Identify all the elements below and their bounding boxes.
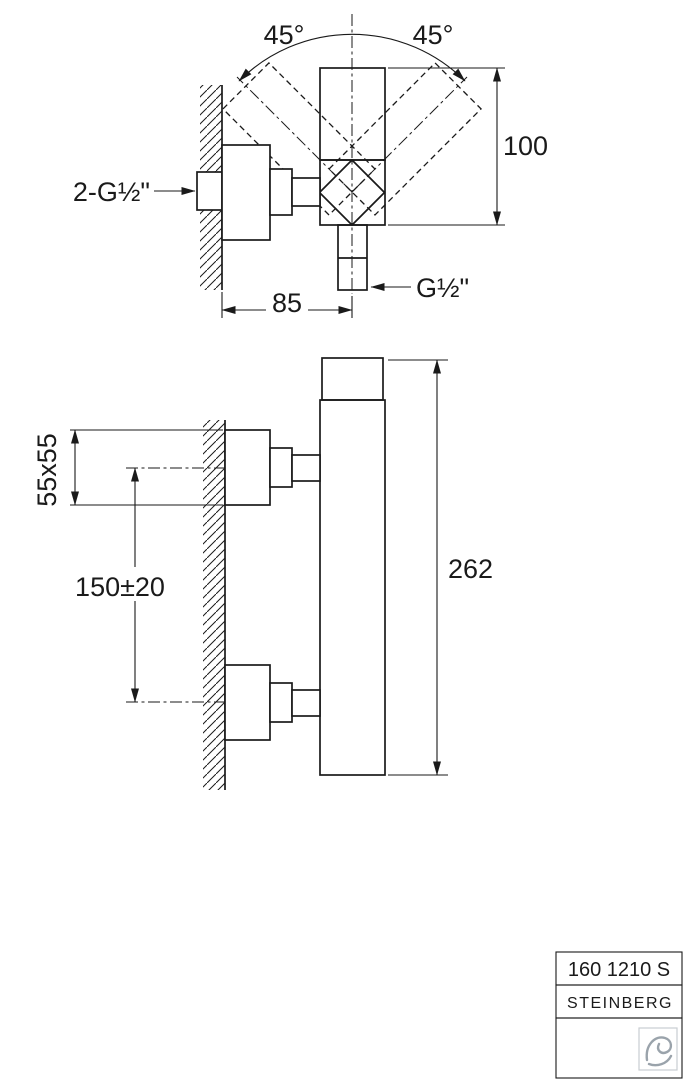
angle-right-label: 45° (413, 20, 454, 50)
connector-pipe-plan (291, 177, 321, 207)
upper-connector-pipe (291, 454, 321, 482)
logo-box (555, 1017, 683, 1079)
outlet-thread-callout: G½" (370, 273, 469, 303)
dimension-262: 262 (388, 359, 493, 776)
swivel-position-right (328, 62, 482, 216)
length-dim-label: 262 (448, 554, 493, 584)
lower-connector-pipe (291, 689, 321, 717)
upper-union-nut (269, 447, 293, 488)
outlet-thread-label: G½" (416, 273, 469, 303)
brand-name: STEINBERG (567, 995, 673, 1012)
model-number: 160 1210 S (568, 959, 670, 981)
dimension-100: 100 (388, 67, 548, 226)
upper-escutcheon (224, 429, 271, 506)
dimension-150-20: 150±20 (70, 467, 170, 703)
union-nut-plan (269, 168, 293, 216)
inlet-thread-label: 2-G½" (73, 177, 150, 207)
wall-hatch-front-view (203, 420, 225, 790)
front-view: 55x55 150±20 262 (32, 357, 493, 790)
angle-left-label: 45° (264, 20, 305, 50)
top-view: 45° 45° 100 85 2-G½" G½" (73, 14, 548, 318)
swivel-arc (238, 33, 466, 82)
section-dim-label: 55x55 (32, 433, 62, 507)
lower-union-nut (269, 682, 293, 723)
dimension-85: 85 (221, 288, 353, 318)
height-dim-label: 100 (503, 131, 548, 161)
dimension-55x55: 55x55 (32, 429, 223, 507)
spacing-dim-label: 150±20 (75, 572, 165, 602)
inlet-nipple (196, 171, 223, 211)
inlet-thread-callout: 2-G½" (73, 177, 196, 207)
body-top-cap (321, 357, 384, 401)
steinberg-wave-logo-icon (638, 1027, 678, 1071)
escutcheon-plan (221, 144, 271, 241)
swivel-position-left (222, 62, 376, 216)
depth-dim-label: 85 (272, 288, 302, 318)
lower-escutcheon (224, 664, 271, 741)
body-front-outline (319, 399, 386, 776)
title-block: 160 1210 S STEINBERG (555, 951, 683, 1079)
